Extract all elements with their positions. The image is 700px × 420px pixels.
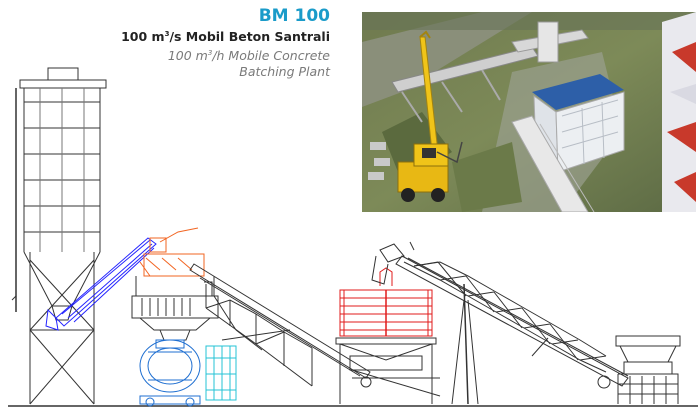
mixer-top bbox=[139, 227, 205, 277]
silo bbox=[11, 67, 107, 405]
aggregate-bins bbox=[339, 267, 433, 337]
turkish-title: 100 m3/s Mobil Beton Santrali bbox=[121, 29, 330, 44]
incline-conveyor bbox=[371, 241, 629, 405]
mixer-body bbox=[131, 276, 219, 341]
screw-conveyor bbox=[45, 237, 157, 331]
model-title: BM 100 bbox=[258, 6, 330, 26]
plant-photo bbox=[362, 12, 696, 212]
feed-hopper bbox=[615, 335, 681, 404]
mixer-truck bbox=[139, 339, 201, 407]
water-tank bbox=[205, 345, 237, 401]
title-block: BM 100 100 m3/s Mobil Beton Santrali 100… bbox=[121, 6, 330, 80]
english-title-line2: Batching Plant bbox=[239, 64, 330, 79]
main-conveyor bbox=[189, 263, 371, 387]
english-title-line1: 100 m3/h Mobile Concrete bbox=[167, 48, 330, 63]
bin-support bbox=[335, 337, 441, 404]
